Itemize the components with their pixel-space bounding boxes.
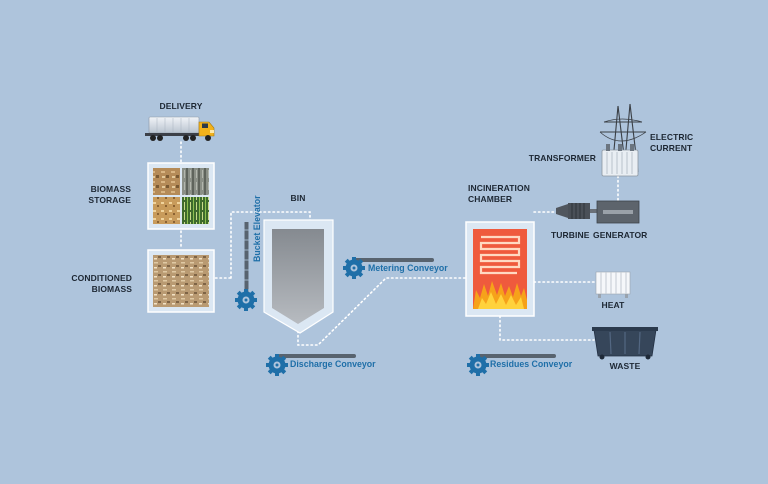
label-residues-conveyor: Residues Conveyor: [490, 359, 573, 369]
flow-elevator-bin: [230, 211, 311, 279]
residues-conveyor: [467, 354, 556, 376]
label-conditioned-biomass: CONDITIONED BIOMASS: [71, 273, 132, 294]
flow-chamber-waste: [499, 315, 595, 341]
label-delivery: DELIVERY: [159, 101, 203, 111]
generator-icon: [596, 200, 640, 224]
incineration-chamber: [465, 221, 535, 317]
discharge-conveyor: [266, 354, 356, 376]
label-incineration-chamber: INCINERATION CHAMBER: [468, 183, 530, 204]
gear-icon: [343, 257, 365, 279]
label-transformer: TRANSFORMER: [528, 153, 596, 163]
truck-icon: [145, 116, 215, 141]
label-discharge-conveyor: Discharge Conveyor: [290, 359, 376, 369]
turbine-icon: [556, 203, 598, 219]
gear-icon: [266, 354, 288, 376]
bucket-elevator: [235, 222, 257, 311]
label-generator: GENERATOR: [593, 230, 648, 240]
flow-lines: [180, 141, 619, 346]
label-biomass-storage: BIOMASS STORAGE: [88, 184, 131, 205]
label-electric-current: ELECTRIC CURRENT: [650, 132, 694, 153]
transformer-icon: [601, 144, 639, 177]
label-bin: BIN: [290, 193, 306, 203]
dumpster-icon: [592, 327, 658, 360]
label-waste: WASTE: [609, 361, 641, 371]
gear-icon: [235, 289, 257, 311]
conditioned-biomass-tile: [147, 249, 215, 313]
biomass-storage-tile: [147, 162, 215, 230]
gear-icon: [467, 354, 489, 376]
metering-conveyor: [343, 257, 434, 279]
radiator-icon: [595, 271, 631, 298]
label-bucket-elevator: Bucket Elevator: [252, 195, 262, 263]
heating-coil: [479, 235, 521, 275]
flow-bin-chamber: [297, 277, 468, 346]
bin-hopper: [263, 219, 334, 334]
label-metering-conveyor: Metering Conveyor: [368, 263, 448, 273]
label-heat: HEAT: [601, 300, 625, 310]
label-turbine: TURBINE: [551, 230, 590, 240]
